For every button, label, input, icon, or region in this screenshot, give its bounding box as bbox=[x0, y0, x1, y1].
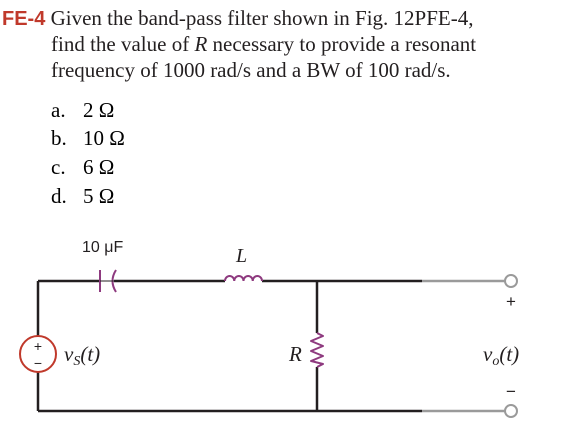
inductor-symbol bbox=[224, 275, 263, 282]
inductor-label: L bbox=[235, 245, 247, 267]
problem-number: FE-4 bbox=[2, 8, 46, 30]
problem-text-line-3: frequency of 1000 rad/s and a BW of 100 … bbox=[51, 58, 451, 82]
problem-text-line-1: Given the band-pass filter shown in Fig.… bbox=[50, 6, 474, 30]
problem-line-1: FE-4 Given the band-pass filter shown in… bbox=[2, 6, 473, 32]
source-label-arg: (t) bbox=[80, 342, 100, 366]
source-minus-sign: − bbox=[34, 355, 42, 371]
voltage-source-circle bbox=[19, 335, 57, 373]
choice-b: b. 10 Ω bbox=[51, 126, 125, 151]
output-label: vo(t) bbox=[483, 342, 519, 369]
problem-line-2: find the value of R necessary to provide… bbox=[51, 32, 476, 57]
choice-value: 6 Ω bbox=[83, 155, 115, 179]
output-label-arg: (t) bbox=[499, 342, 519, 366]
output-plus-sign: + bbox=[506, 292, 516, 311]
source-plus-sign: + bbox=[34, 338, 42, 354]
choice-letter: c. bbox=[51, 155, 66, 179]
choice-d: d. 5 Ω bbox=[51, 184, 114, 209]
choice-value: 2 Ω bbox=[83, 98, 115, 122]
output-terminals bbox=[422, 274, 518, 418]
choice-c: c. 6 Ω bbox=[51, 155, 114, 180]
capacitor-symbol bbox=[99, 269, 117, 293]
circuit-wires bbox=[36, 279, 422, 413]
source-label-main: v bbox=[64, 342, 74, 366]
choice-letter: d. bbox=[51, 184, 67, 208]
output-terminal-bottom bbox=[504, 404, 518, 418]
choice-letter: a. bbox=[51, 98, 66, 122]
problem-text-line-2-pre: find the value of bbox=[51, 32, 190, 56]
capacitor-label: 10 μF bbox=[82, 239, 123, 256]
resistor-symbol bbox=[310, 332, 324, 368]
problem-variable-r: R bbox=[194, 32, 208, 56]
choice-value: 5 Ω bbox=[83, 184, 115, 208]
output-minus-sign: − bbox=[506, 382, 516, 401]
choice-value: 10 Ω bbox=[83, 126, 125, 150]
problem-line-3: frequency of 1000 rad/s and a BW of 100 … bbox=[51, 58, 451, 83]
output-label-sub: o bbox=[492, 354, 499, 369]
source-label-sub: S bbox=[73, 354, 80, 369]
problem-text-line-2-post: necessary to provide a resonant bbox=[212, 32, 477, 56]
source-label: vS(t) bbox=[64, 342, 100, 369]
output-label-main: v bbox=[483, 342, 493, 366]
resistor-label: R bbox=[288, 342, 302, 366]
choice-a: a. 2 Ω bbox=[51, 98, 114, 123]
output-terminal-top bbox=[504, 274, 518, 288]
choice-letter: b. bbox=[51, 126, 67, 150]
